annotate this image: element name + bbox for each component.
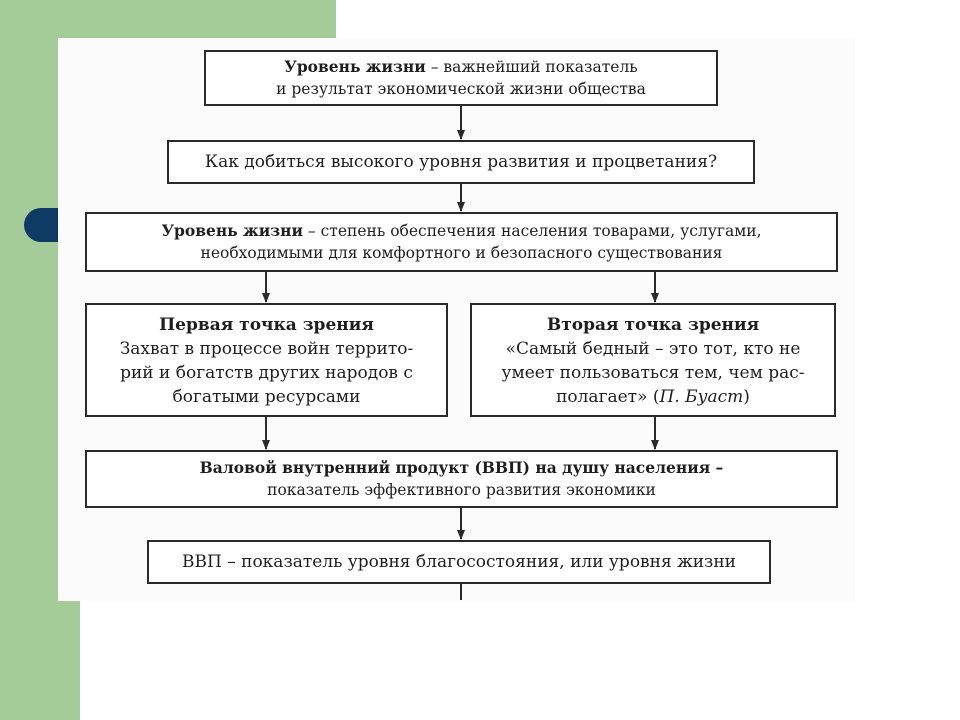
box-line: рий и богатств других народов с	[120, 363, 413, 383]
box-line: Как добиться высокого уровня развития и …	[204, 152, 718, 172]
quote-author: П. Буаст	[659, 387, 744, 407]
box-line: Захват в процессе войн террито-	[119, 339, 414, 359]
box-title: Первая точка зрения	[159, 315, 374, 335]
box-line: «Самый бедный – это тот, кто не	[505, 339, 801, 359]
box-gdp-per-capita: Валовой внутренний продукт (ВВП) на душу…	[85, 450, 838, 508]
box-line: умеет пользоваться тем, чем рас-	[501, 363, 805, 383]
box-line: Валовой внутренний продукт (ВВП) на душу…	[199, 458, 724, 477]
box-second-viewpoint: Вторая точка зрения «Самый бедный – это …	[470, 303, 836, 417]
box-line: Уровень жизни – степень обеспечения насе…	[161, 221, 762, 240]
box-line: необходимыми для комфортного и безопасно…	[200, 244, 723, 262]
box-question: Как добиться высокого уровня развития и …	[167, 140, 755, 184]
box-gdp-welfare: ВВП – показатель уровня благосостояния, …	[147, 540, 771, 584]
box-title: Вторая точка зрения	[546, 315, 760, 335]
box-line: и результат экономической жизни общества	[276, 80, 646, 98]
box-line: полагает» (П. Буаст)	[556, 387, 750, 407]
box-line: ВВП – показатель уровня благосостояния, …	[182, 552, 736, 572]
box-living-standard-indicator: Уровень жизни – важнейший показатель и р…	[204, 50, 718, 106]
box-line: Уровень жизни – важнейший показатель	[284, 57, 638, 76]
box-line: показатель эффективного развития экономи…	[267, 481, 656, 499]
box-living-standard-definition: Уровень жизни – степень обеспечения насе…	[85, 212, 838, 272]
box-line: богатыми ресурсами	[172, 387, 361, 407]
box-first-viewpoint: Первая точка зрения Захват в процессе во…	[85, 303, 448, 417]
